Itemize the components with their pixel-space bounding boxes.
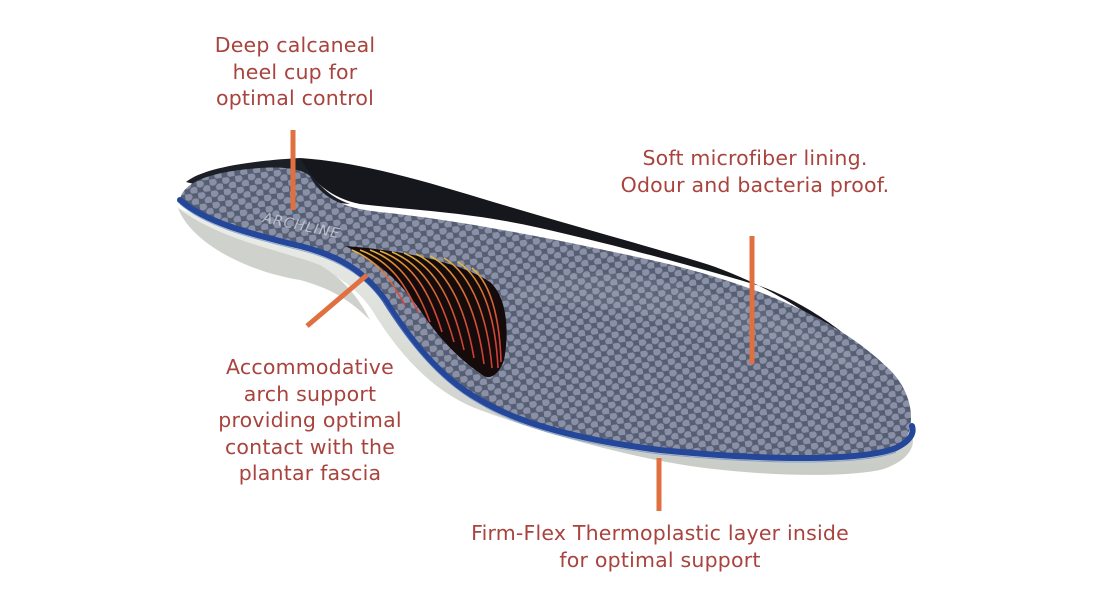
- callout-line: plantar fascia: [238, 461, 382, 485]
- callout-line: Deep calcaneal: [214, 33, 376, 57]
- callout-line: contact with the: [224, 434, 396, 459]
- edge-binding: [177, 197, 916, 461]
- top-cover: [180, 167, 912, 459]
- callout-microfiber-lining: Soft microfiber lining. Odour and bacter…: [580, 145, 930, 198]
- callout-heel-cup: Deep calcaneal heel cup for optimal cont…: [180, 32, 410, 112]
- callout-arch-support: Accommodative arch support providing opt…: [185, 354, 435, 487]
- callout-line: Accommodative: [226, 355, 394, 379]
- callout-line: arch support: [243, 381, 377, 406]
- callout-line: heel cup for: [232, 59, 358, 84]
- callout-line: providing optimal: [218, 408, 402, 432]
- callout-line: for optimal support: [559, 547, 761, 572]
- arch-support-zone: [345, 246, 507, 378]
- pointer-lines: [290, 130, 755, 511]
- callout-line: Odour and bacteria proof.: [620, 172, 890, 197]
- callout-thermoplastic-layer: Firm-Flex Thermoplastic layer inside for…: [440, 520, 880, 573]
- callout-line: Firm-Flex Thermoplastic layer inside: [471, 521, 849, 545]
- pointer-arch: [305, 273, 369, 328]
- callout-line: Soft microfiber lining.: [642, 146, 868, 170]
- callout-line: optimal control: [215, 86, 375, 110]
